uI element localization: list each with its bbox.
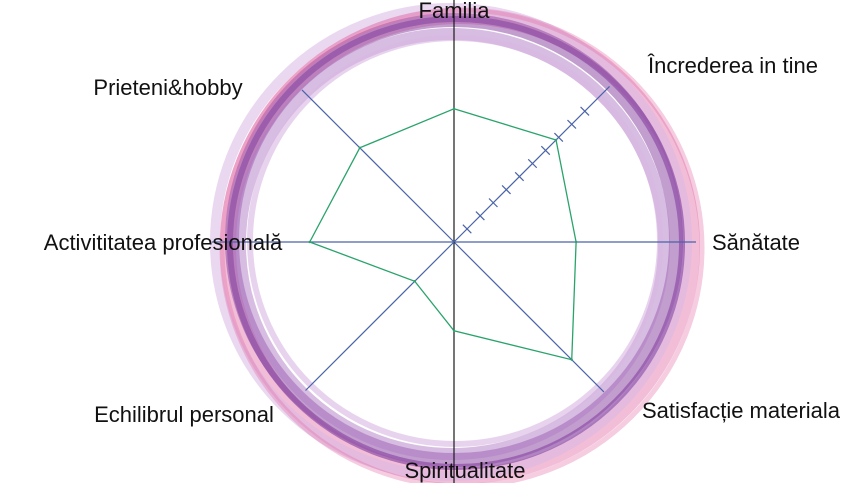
data-point-7 <box>358 146 362 150</box>
axis-label-7: Prieteni&hobby <box>93 75 242 100</box>
decorative-ring <box>210 3 705 483</box>
axis-label-2: Sănătate <box>712 230 800 255</box>
axis-label-0: Familia <box>419 0 491 23</box>
series-polygon <box>308 108 577 361</box>
axis-label-4: Spiritualitate <box>404 458 525 483</box>
data-point-0 <box>452 107 456 111</box>
tick-mark-4 <box>501 185 511 195</box>
tick-mark-9 <box>567 119 577 129</box>
axis-label-1: Încrederea in tine <box>647 53 818 78</box>
tick-mark-3 <box>488 198 498 208</box>
data-point-4 <box>452 329 456 332</box>
data-point-2 <box>574 240 578 244</box>
ring-stroke-3 <box>234 28 670 460</box>
tick-mark-7 <box>540 145 551 156</box>
axis-line-1 <box>453 86 610 243</box>
tick-mark-10 <box>580 106 590 116</box>
ring-stroke-4 <box>247 35 663 447</box>
axis-line-3 <box>453 241 605 393</box>
tick-mark-6 <box>527 158 538 169</box>
data-point-5 <box>413 280 416 283</box>
series-layer <box>308 107 578 361</box>
tick-mark-5 <box>514 171 525 182</box>
ring-stroke-6 <box>219 7 705 483</box>
ring-stroke-5 <box>227 16 685 470</box>
axis-line-7 <box>301 89 455 243</box>
tick-mark-1 <box>462 224 472 234</box>
axis-label-5: Echilibrul personal <box>94 402 274 427</box>
axis-line-5 <box>305 241 455 391</box>
axis-label-3: Satisfacție materiala <box>642 398 841 423</box>
tick-mark-8 <box>553 132 564 143</box>
data-point-6 <box>308 240 311 244</box>
tick-mark-2 <box>475 211 485 221</box>
data-point-3 <box>570 358 573 361</box>
axis-label-6: Activititatea profesională <box>44 230 283 255</box>
tick-marks <box>462 106 590 234</box>
data-point-1 <box>554 138 558 142</box>
